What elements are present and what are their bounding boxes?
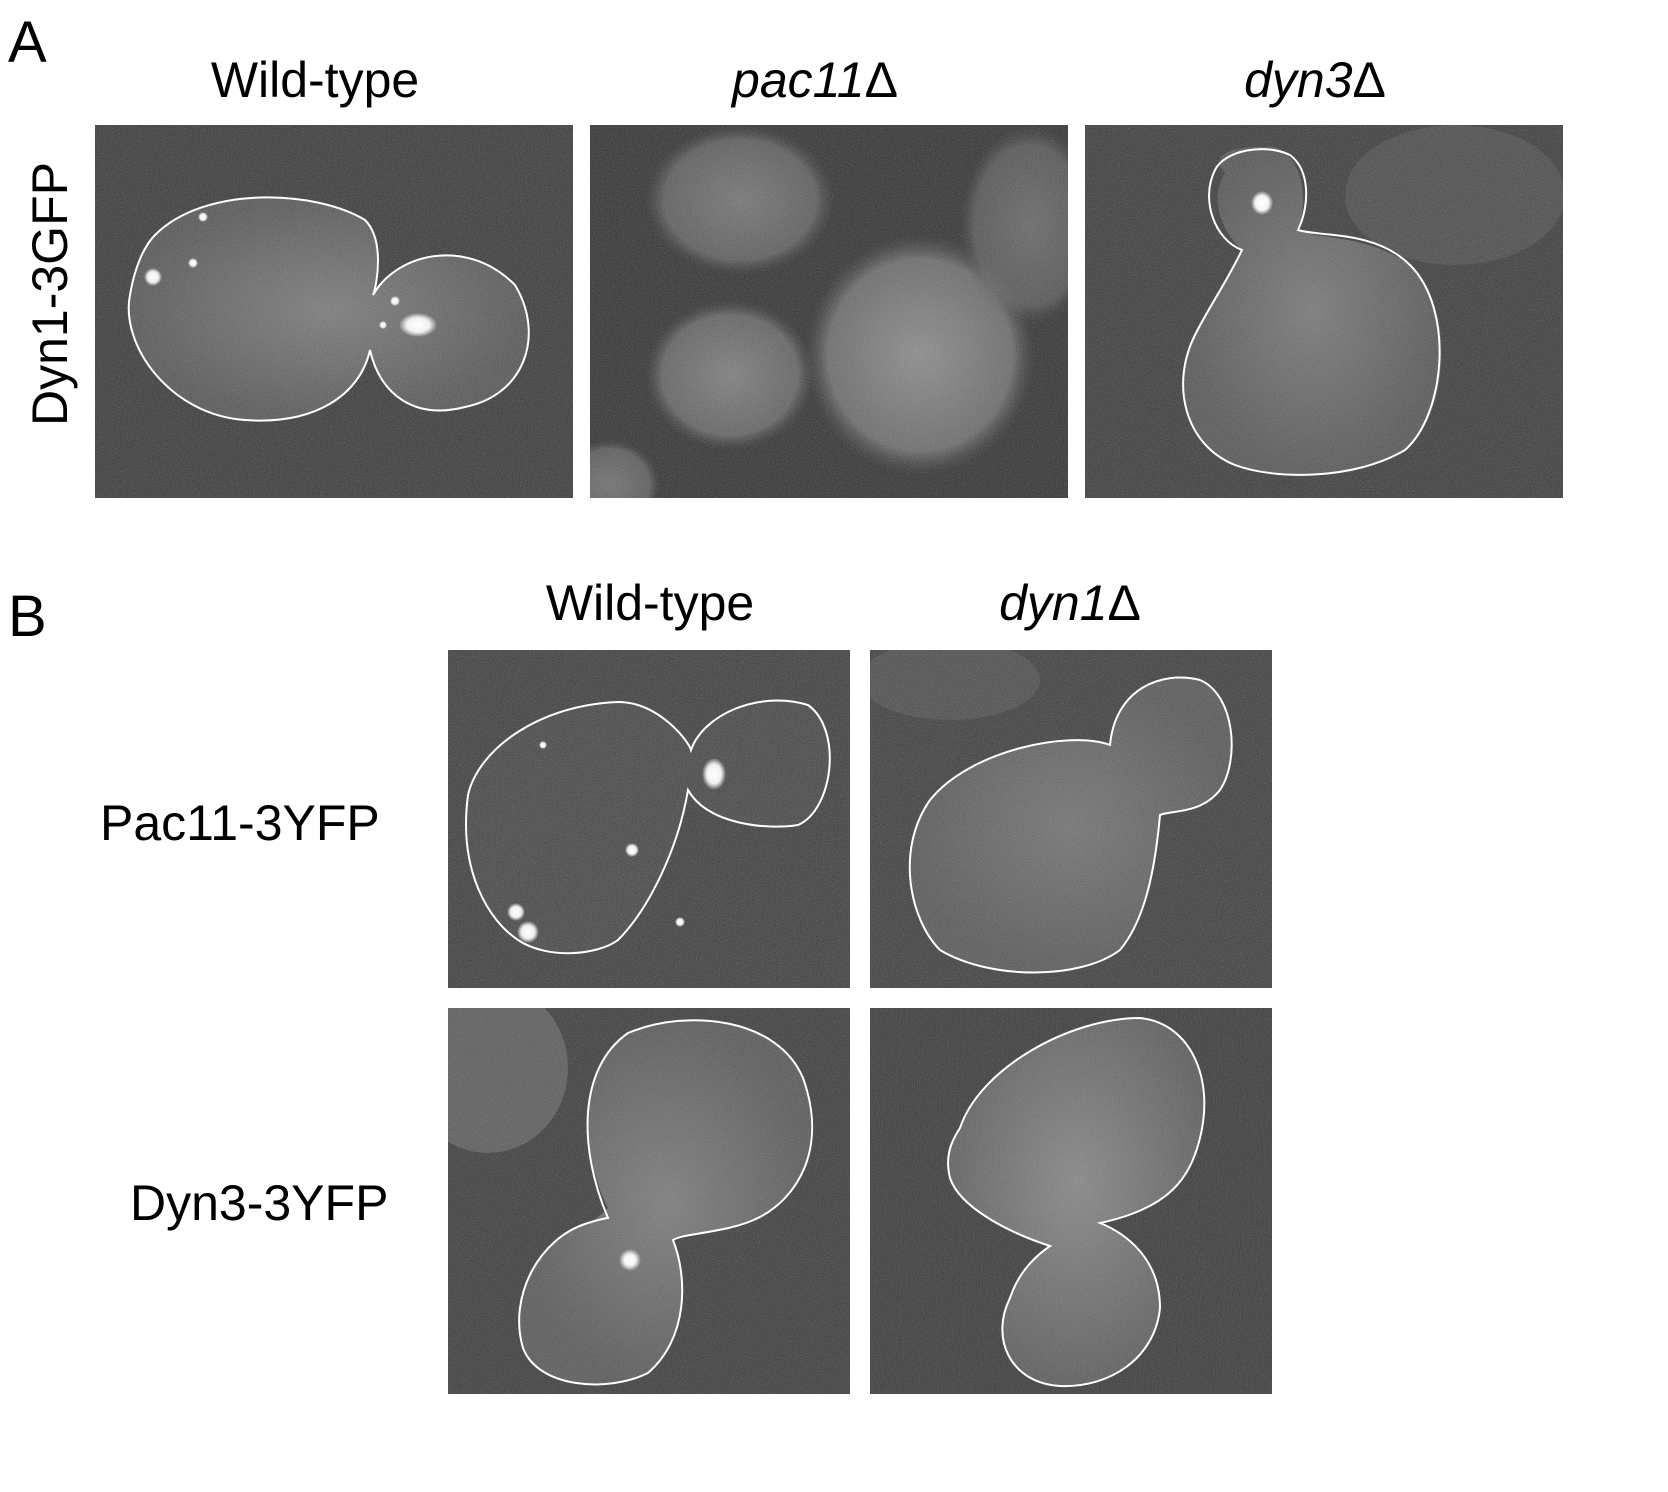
micrograph-a-pac11-svg: [590, 125, 1068, 498]
micrograph-b-pac11-dyn1: [870, 650, 1272, 988]
delta-symbol: Δ: [1107, 575, 1141, 631]
micrograph-b-dyn3-dyn1: [870, 1008, 1272, 1394]
micrograph-a-pac11: [590, 125, 1068, 498]
micrograph-a-wildtype: [95, 125, 573, 498]
col-label-text: Wild-type: [210, 52, 420, 108]
micrograph-a-dyn3-svg: [1085, 125, 1563, 498]
micrograph-b-dyn3-wildtype: [448, 1008, 850, 1394]
panel-b-col-wildtype-label: Wild-type: [450, 575, 850, 631]
panel-a-col-pac11-label: pac11Δ: [600, 52, 1030, 108]
panel-b-col-dyn1-label: dyn1Δ: [870, 575, 1270, 631]
panel-a-letter: A: [8, 10, 47, 75]
panel-b-letter: B: [8, 584, 47, 649]
panel-b-row-label-dyn3: Dyn3-3YFP: [130, 1175, 389, 1231]
micrograph-b-dyn3-dyn1-svg: [870, 1008, 1272, 1394]
micrograph-a-dyn3: [1085, 125, 1563, 498]
delta-symbol: Δ: [864, 52, 898, 108]
micrograph-b-dyn3-wildtype-svg: [448, 1008, 850, 1394]
col-label-text: dyn3: [1244, 52, 1353, 108]
micrograph-b-pac11-wildtype-svg: [448, 650, 850, 988]
panel-a-col-wildtype-label: Wild-type: [100, 52, 530, 108]
panel-a-row-label: Dyn1-3GFP: [22, 162, 78, 426]
panel-a-col-dyn3-label: dyn3Δ: [1100, 52, 1530, 108]
delta-symbol: Δ: [1352, 52, 1386, 108]
micrograph-b-pac11-wildtype: [448, 650, 850, 988]
panel-b-row-label-pac11: Pac11-3YFP: [100, 795, 380, 851]
col-label-text: dyn1: [999, 575, 1108, 631]
micrograph-a-wildtype-svg: [95, 125, 573, 498]
col-label-text: pac11: [732, 52, 865, 108]
col-label-text: Wild-type: [545, 575, 755, 631]
micrograph-b-pac11-dyn1-svg: [870, 650, 1272, 988]
